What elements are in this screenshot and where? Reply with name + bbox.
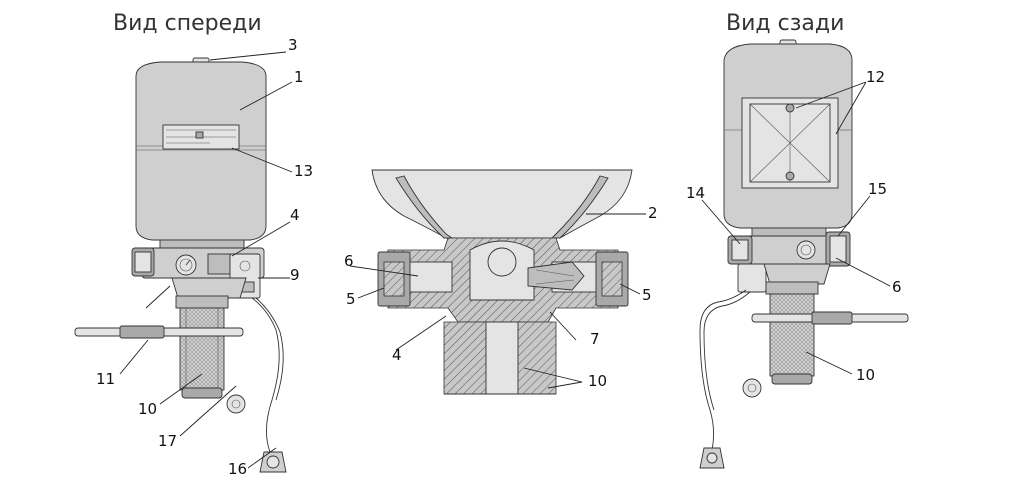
- rear-manifold: [727, 227, 851, 293]
- rear-view-title: Вид сзади: [726, 11, 844, 36]
- callout-10-front: 10: [138, 400, 157, 418]
- rear-view: 12 14 15 6 10: [686, 39, 909, 469]
- rear-leaders: [701, 81, 891, 375]
- callout-6-rear: 6: [892, 278, 902, 296]
- callout-4-section: 4: [392, 346, 402, 364]
- callout-6-section: 6: [344, 252, 354, 270]
- callout-12: 12: [866, 68, 885, 86]
- rear-filter: [765, 281, 819, 385]
- front-wrench: [74, 325, 244, 339]
- callout-4-front: 4: [290, 206, 300, 224]
- front-view: 3 1 13 4 9 11 10 17 16: [74, 36, 313, 478]
- front-tank: [135, 57, 267, 241]
- callout-5-left: 5: [346, 290, 356, 308]
- section-leaders: [349, 213, 646, 389]
- callout-7: 7: [590, 330, 600, 348]
- callout-13: 13: [294, 162, 313, 180]
- callout-10-section: 10: [588, 372, 607, 390]
- front-filter: [175, 295, 229, 399]
- section-callouts: 2 6 5 4 7 10 5: [344, 204, 658, 390]
- front-leaders: [119, 51, 293, 469]
- callout-5-right: 5: [642, 286, 652, 304]
- callout-11: 11: [96, 370, 115, 388]
- section-tank-bottom: [371, 169, 633, 239]
- callout-1: 1: [294, 68, 304, 86]
- rear-wrench: [751, 311, 909, 325]
- callout-10-rear: 10: [856, 366, 875, 384]
- callout-3: 3: [288, 36, 298, 54]
- callout-16: 16: [228, 460, 247, 478]
- callout-14: 14: [686, 184, 705, 202]
- callout-2: 2: [648, 204, 658, 222]
- callout-9: 9: [290, 266, 300, 284]
- front-view-title: Вид спереди: [113, 11, 262, 36]
- front-cable: [226, 297, 287, 473]
- callout-15: 15: [868, 180, 887, 198]
- rear-cable: [699, 289, 762, 469]
- rear-tank: [723, 39, 853, 229]
- section-view: 2 6 5 4 7 10 5: [344, 169, 658, 395]
- rear-callouts: 12 14 15 6 10: [686, 68, 902, 384]
- callout-17: 17: [158, 432, 177, 450]
- front-callouts: 3 1 13 4 9 11 10 17 16: [96, 36, 313, 478]
